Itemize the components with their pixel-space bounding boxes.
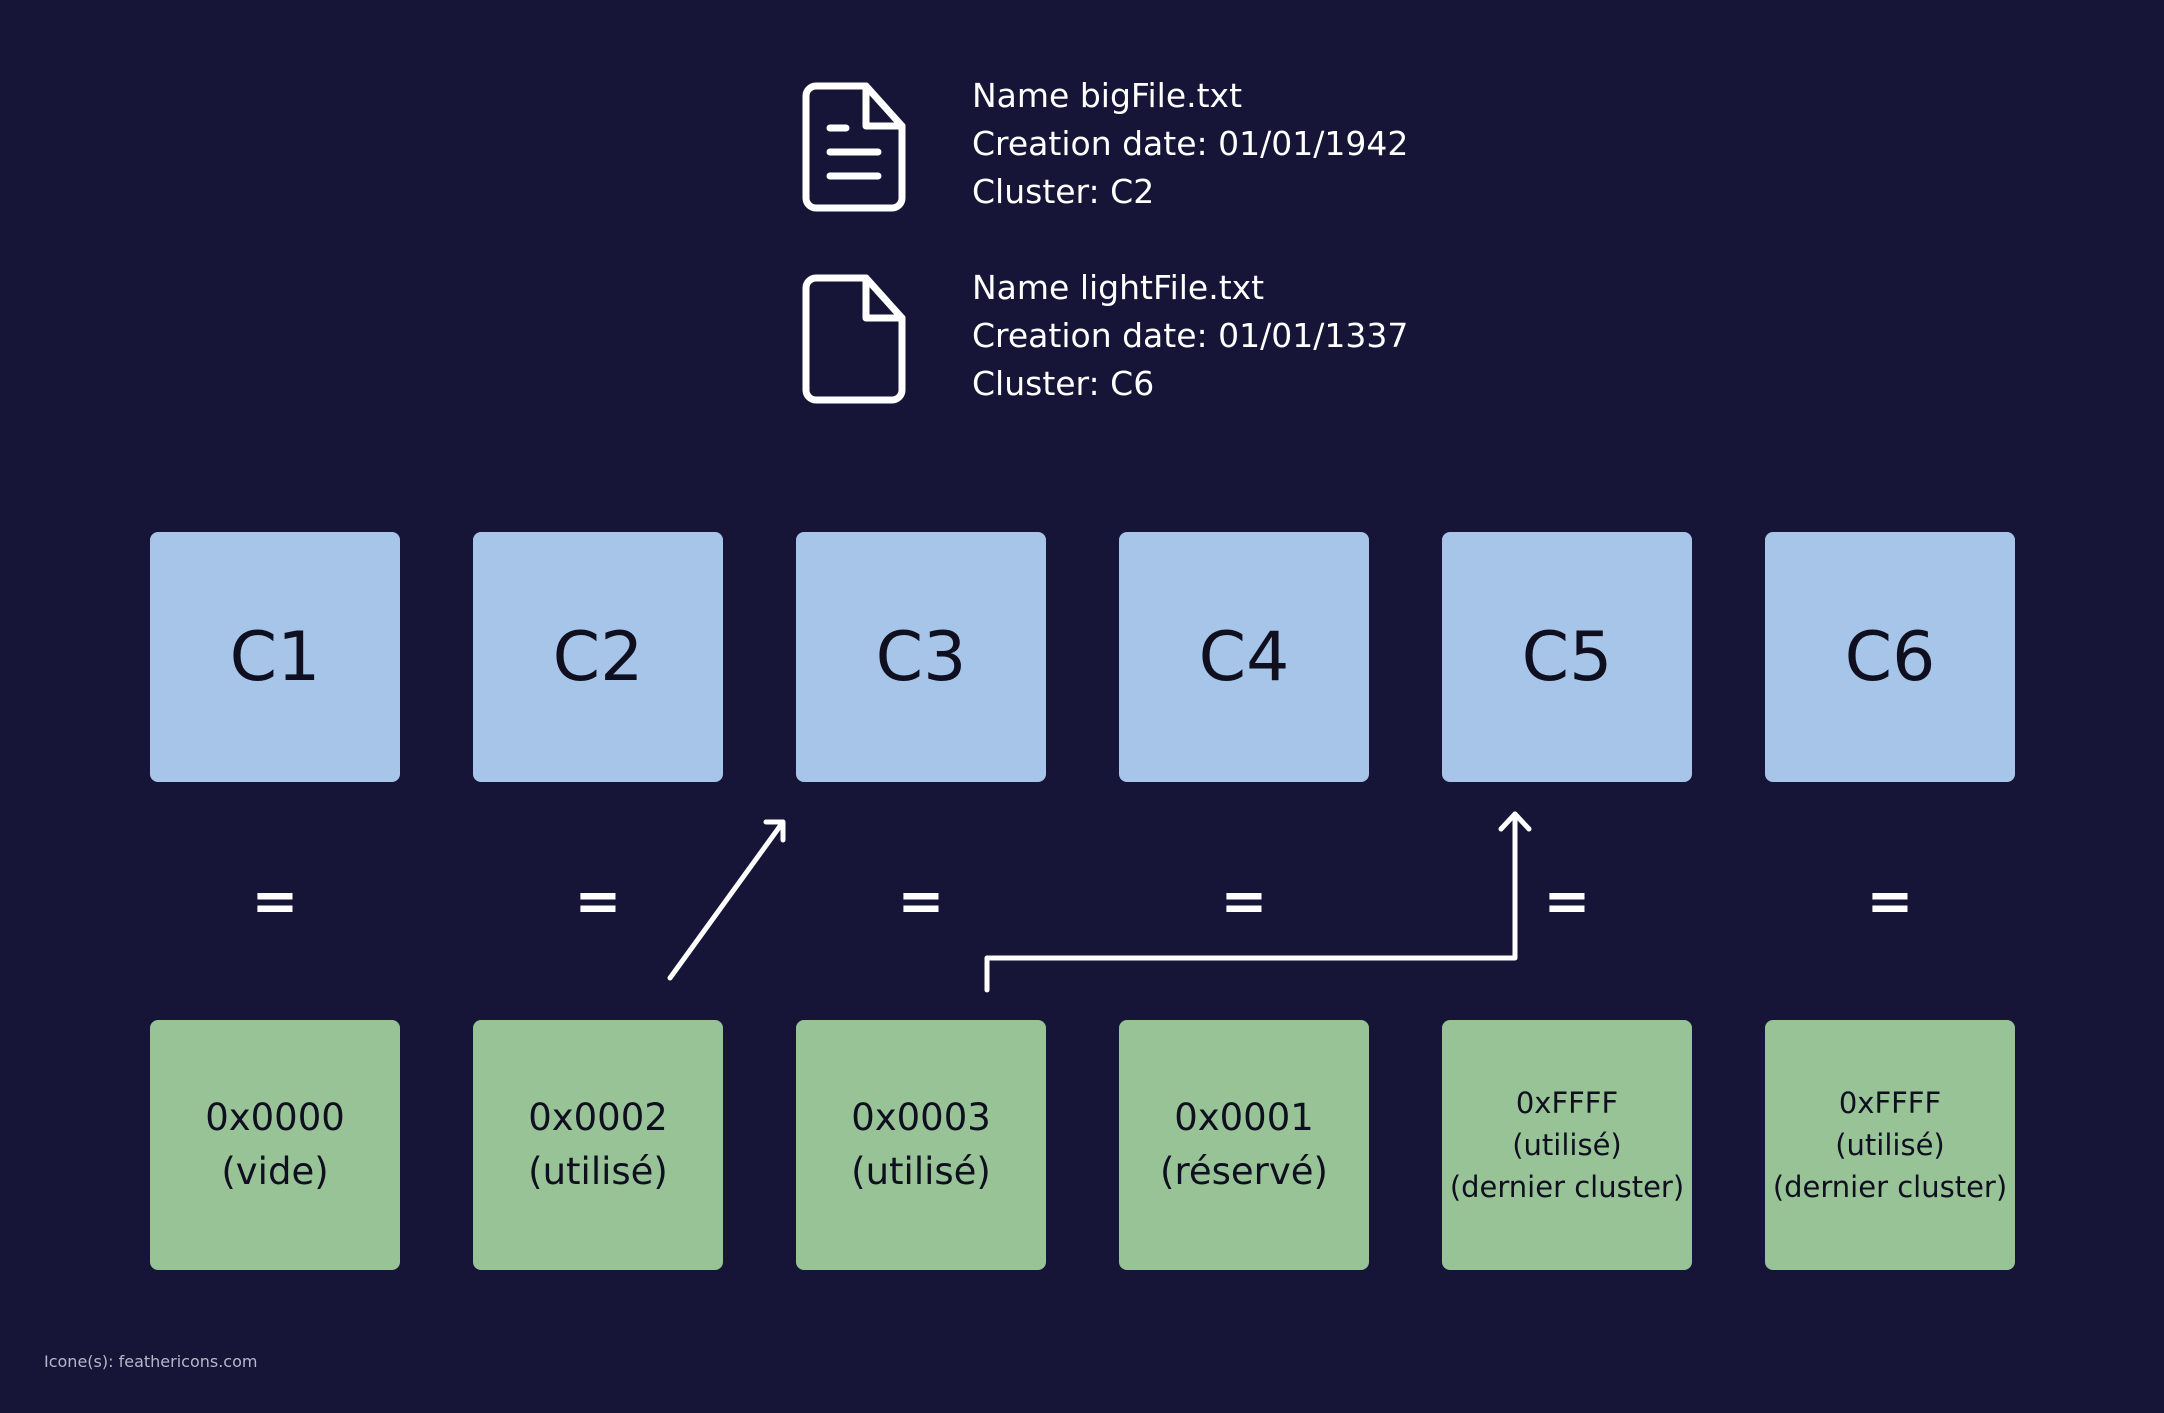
equals-sign: = [251,869,299,934]
fat-entry-status: (utilisé) [528,1150,668,1193]
fat-entry-3: 0x0003 (utilisé) [796,1020,1046,1270]
cluster-label: C5 [1521,617,1613,697]
cluster-label: C1 [229,617,321,697]
cluster-box-c4: C4 [1119,532,1369,782]
fat-entry-note: (dernier cluster) [1772,1170,2008,1204]
fat-entry-value: 0x0003 [851,1096,991,1139]
file-cluster: Cluster: C2 [972,172,1155,211]
fat-entry-note: (dernier cluster) [1449,1170,1685,1204]
fat-entry-status: (utilisé) [851,1150,991,1193]
icon-credit: Icone(s): feathericons.com [44,1352,258,1371]
cluster-box-c3: C3 [796,532,1046,782]
fat-entry-value: 0xFFFF [1838,1086,1942,1120]
fat-entry-status: (utilisé) [1835,1128,1945,1162]
file-text-icon [802,82,906,212]
cluster-box-c1: C1 [150,532,400,782]
equals-sign: = [897,869,945,934]
fat-entry-6: 0xFFFF (utilisé) (dernier cluster) [1765,1020,2015,1270]
fat-entry-status: (utilisé) [1512,1128,1622,1162]
fat-entry-2: 0x0002 (utilisé) [473,1020,723,1270]
cluster-box-c6: C6 [1765,532,2015,782]
fat-entry-value: 0x0001 [1174,1096,1314,1139]
file-info-lightfile: Name lightFile.txt Creation date: 01/01/… [972,264,1572,408]
fat-entry-value: 0xFFFF [1515,1086,1619,1120]
file-info-bigfile: Name bigFile.txt Creation date: 01/01/19… [972,72,1572,216]
cluster-label: C6 [1844,617,1936,697]
cluster-label: C4 [1198,617,1290,697]
cluster-label: C3 [875,617,967,697]
fat-entry-status: (réservé) [1160,1150,1328,1193]
file-name: Name bigFile.txt [972,76,1243,115]
cluster-label: C2 [552,617,644,697]
link-arrow-c3-to-c5 [984,811,1532,993]
fat-entry-5: 0xFFFF (utilisé) (dernier cluster) [1442,1020,1692,1270]
fat-entry-status: (vide) [221,1150,329,1193]
fat-entry-4: 0x0001 (réservé) [1119,1020,1369,1270]
fat-entry-value: 0x0000 [205,1096,345,1139]
file-creation-date: Creation date: 01/01/1942 [972,124,1409,163]
equals-sign: = [1220,869,1268,934]
fat-entry-value: 0x0002 [528,1096,668,1139]
fat-entry-1: 0x0000 (vide) [150,1020,400,1270]
file-icon [802,274,906,404]
file-cluster: Cluster: C6 [972,364,1155,403]
link-arrow-c2-to-c3 [667,819,786,981]
equals-sign: = [1866,869,1914,934]
cluster-box-c5: C5 [1442,532,1692,782]
cluster-box-c2: C2 [473,532,723,782]
equals-sign: = [574,869,622,934]
file-creation-date: Creation date: 01/01/1337 [972,316,1409,355]
equals-sign: = [1543,869,1591,934]
file-name: Name lightFile.txt [972,268,1265,307]
